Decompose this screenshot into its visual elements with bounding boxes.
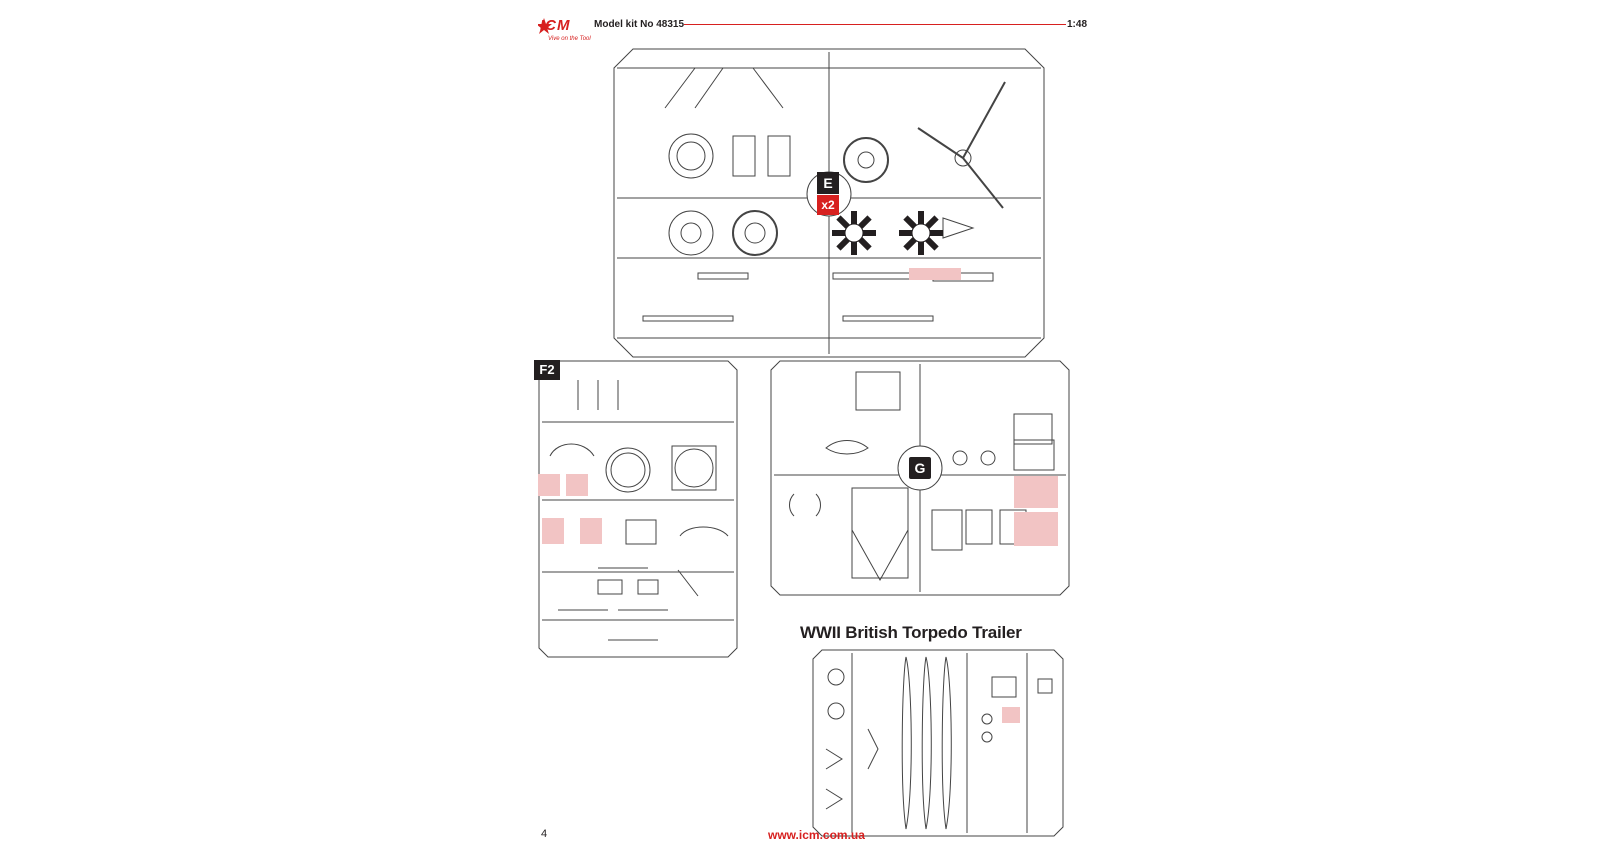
sprue-e-multiplier: x2 xyxy=(817,195,839,215)
header-rule xyxy=(684,24,1066,25)
trailer-title: WWII British Torpedo Trailer xyxy=(800,623,1022,642)
trailer-sprue-drawing xyxy=(812,649,1064,837)
sprue-e-letter: E xyxy=(817,172,839,194)
trailer-sprue xyxy=(812,649,1064,837)
icm-logo xyxy=(536,16,608,46)
sprue-f2: F2 xyxy=(534,360,738,658)
page-number: 4 xyxy=(541,828,548,840)
logo-slogan: Vive on the Tool xyxy=(548,36,591,42)
kit-number: Model kit No 48315 xyxy=(594,19,685,30)
sprue-e-drawing xyxy=(613,48,1045,358)
sprue-g-letter: G xyxy=(909,457,931,479)
scale-label: 1:48 xyxy=(1067,19,1088,30)
sprue-f2-drawing xyxy=(538,360,738,658)
logo-star-icon xyxy=(536,18,552,34)
sprue-g: G xyxy=(770,360,1070,596)
website-url[interactable]: www.icm.com.ua xyxy=(768,828,865,842)
logo-text: ICM xyxy=(540,17,571,34)
sprue-f2-letter: F2 xyxy=(534,360,560,380)
sprue-e: E x2 xyxy=(613,48,1045,358)
